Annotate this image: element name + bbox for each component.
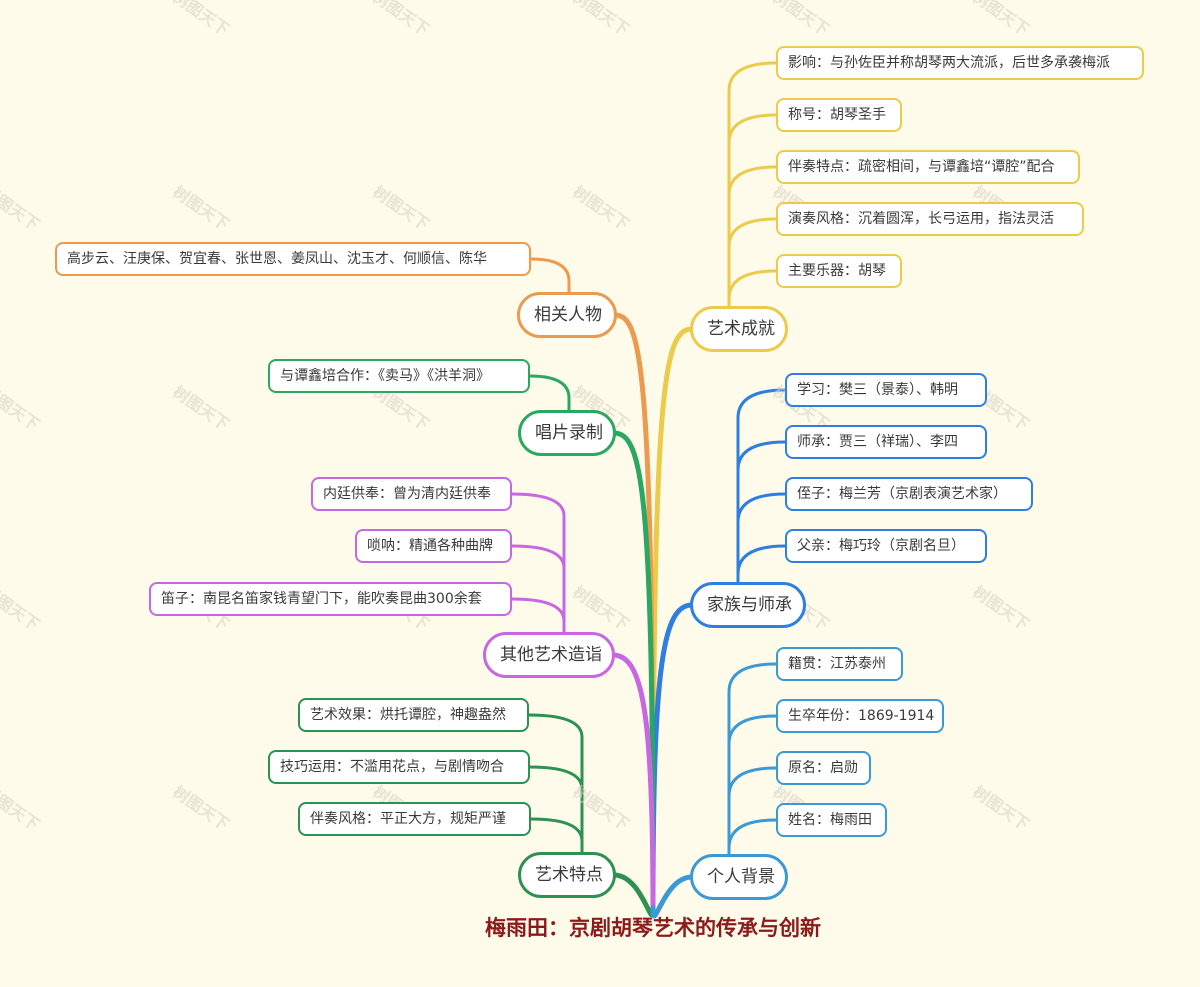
leaf-link (528, 765, 584, 856)
leaf-link (510, 492, 566, 636)
leaf-accompaniment-trait[interactable]: 伴奏特点：疏密相间，与谭鑫培“谭腔”配合 (776, 150, 1080, 184)
branch-records[interactable]: 唱片录制 (518, 410, 616, 456)
leaf-main-instrument[interactable]: 主要乐器：胡琴 (776, 254, 902, 288)
branch-link (610, 652, 656, 911)
leaf-link (727, 165, 778, 310)
leaf-learning[interactable]: 学习：樊三（景泰）、韩明 (785, 373, 987, 407)
branch-link (611, 430, 656, 911)
leaf-technique[interactable]: 技巧运用：不滥用花点，与剧情吻合 (268, 750, 530, 784)
leaf-link (727, 662, 778, 858)
branch-family-lineage[interactable]: 家族与师承 (690, 582, 806, 628)
leaf-name[interactable]: 姓名：梅雨田 (776, 803, 887, 837)
leaf-accompaniment-style[interactable]: 伴奏风格：平正大方，规矩严谨 (298, 802, 531, 836)
branch-link (611, 872, 656, 918)
leaf-link (529, 257, 571, 296)
leaf-hometown[interactable]: 籍贯：江苏泰州 (776, 647, 903, 681)
leaf-link (510, 544, 566, 636)
leaf-link (727, 269, 778, 310)
leaf-link (727, 217, 778, 310)
leaf-link (727, 61, 778, 310)
leaf-flute[interactable]: 笛子：南昆名笛家钱青望门下，能吹奏昆曲300余套 (149, 582, 512, 616)
leaf-link (727, 818, 778, 858)
leaf-art-effect[interactable]: 艺术效果：烘托谭腔，神趣盎然 (298, 698, 529, 732)
branch-link (650, 602, 695, 911)
branch-link (650, 874, 695, 919)
branch-other-skills[interactable]: 其他艺术造诣 (483, 632, 615, 678)
root-title[interactable]: 梅雨田：京剧胡琴艺术的传承与创新 (485, 916, 821, 940)
leaf-lifespan[interactable]: 生卒年份：1869-1914 (776, 699, 944, 733)
leaf-link (528, 374, 571, 414)
leaf-suona[interactable]: 唢呐：精通各种曲牌 (355, 529, 512, 563)
leaf-master[interactable]: 师承：贾三（祥瑞）、李四 (785, 425, 987, 459)
branch-art-features[interactable]: 艺术特点 (518, 852, 616, 898)
leaf-nephew[interactable]: 侄子：梅兰芳（京剧表演艺术家） (785, 477, 1033, 511)
leaf-link (736, 440, 787, 586)
leaf-link (510, 597, 566, 636)
leaf-link (527, 713, 584, 856)
leaf-playing-style[interactable]: 演奏风格：沉着圆浑，长弓运用，指法灵活 (776, 202, 1084, 236)
leaf-father[interactable]: 父亲：梅巧玲（京剧名旦） (785, 529, 987, 563)
leaf-link (727, 714, 778, 858)
branch-personal-background[interactable]: 个人背景 (690, 854, 788, 900)
leaf-link (529, 817, 584, 856)
leaf-influence[interactable]: 影响：与孙佐臣并称胡琴两大流派，后世多承袭梅派 (776, 46, 1144, 80)
leaf-collaboration[interactable]: 与谭鑫培合作：《卖马》《洪羊洞》 (268, 359, 530, 393)
leaf-people-list[interactable]: 高步云、汪庚保、贺宜春、张世恩、姜凤山、沈玉才、何顺信、陈华 (55, 242, 531, 276)
leaf-court-service[interactable]: 内廷供奉：曾为清内廷供奉 (311, 477, 512, 511)
leaf-link (727, 113, 778, 310)
leaf-original-name[interactable]: 原名：启勋 (776, 751, 871, 785)
branch-art-achievement[interactable]: 艺术成就 (690, 306, 788, 352)
branch-related-people[interactable]: 相关人物 (517, 292, 617, 338)
leaf-link (727, 766, 778, 858)
leaf-title[interactable]: 称号：胡琴圣手 (776, 98, 902, 132)
leaf-link (736, 388, 787, 586)
leaf-link (736, 544, 787, 586)
leaf-link (736, 492, 787, 586)
